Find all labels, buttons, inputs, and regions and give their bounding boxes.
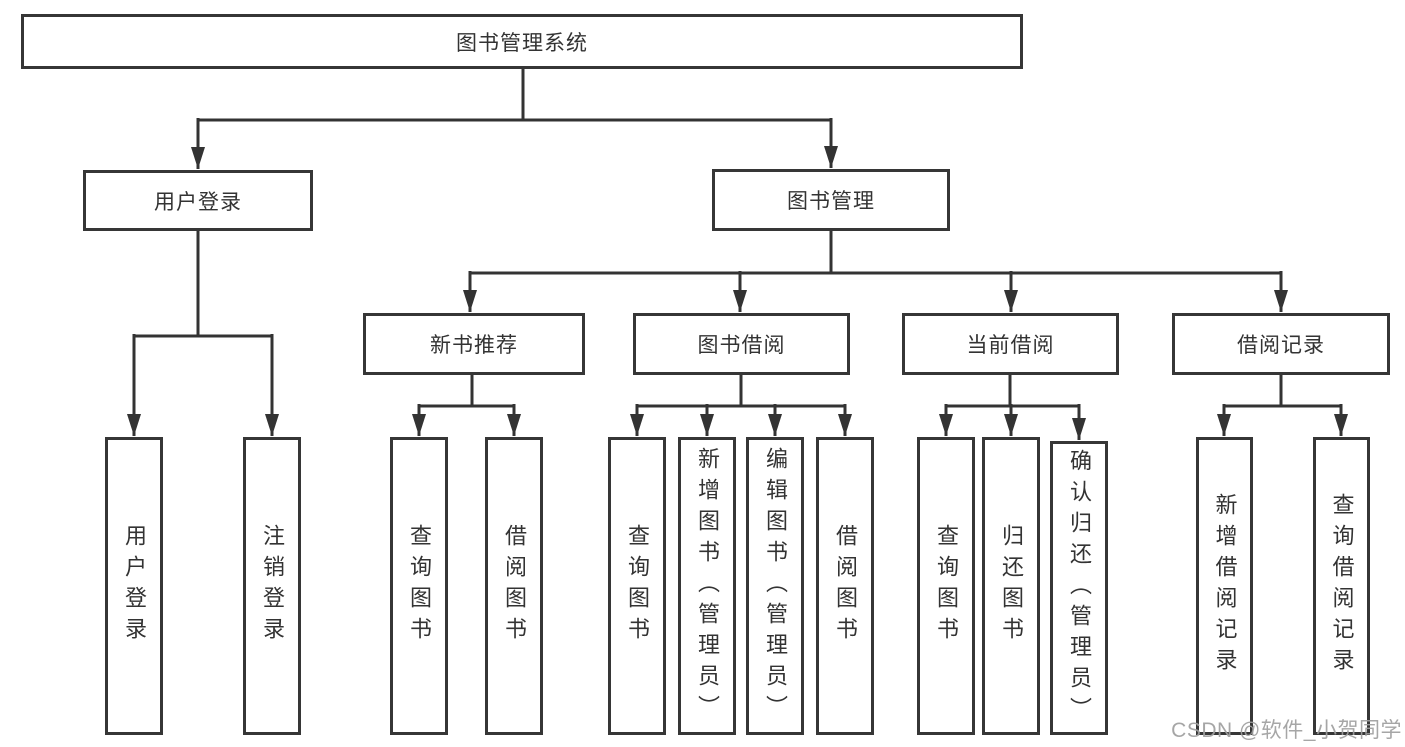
node-label: 注销登录 xyxy=(260,524,285,648)
node-label: 用户登录 xyxy=(154,190,242,214)
node-label: 查询图书 xyxy=(407,524,432,648)
node-label: 编辑图书（管理员） xyxy=(763,446,788,726)
leaf-cb-query-book: 查询图书 xyxy=(917,437,975,735)
leaf-rec-borrow-book: 借阅图书 xyxy=(485,437,543,735)
leaf-br-query-record: 查询借阅记录 xyxy=(1313,437,1370,735)
connector-root-to-level2 xyxy=(191,67,838,169)
node-label: 图书借阅 xyxy=(697,334,786,357)
leaf-bb-borrow-book: 借阅图书 xyxy=(816,437,874,735)
leaf-user-login: 用户登录 xyxy=(105,437,163,735)
node-label: 查询图书 xyxy=(934,524,959,648)
node-label: 图书管理 xyxy=(787,190,875,213)
leaf-logout: 注销登录 xyxy=(243,437,301,735)
node-library-system: 图书管理系统 xyxy=(21,14,1023,69)
node-label: 当前借阅 xyxy=(966,334,1055,357)
leaf-bb-edit-book-admin: 编辑图书（管理员） xyxy=(746,437,804,735)
connector-userlogin-to-leaves xyxy=(127,230,279,436)
leaf-cb-confirm-return-admin: 确认归还（管理员） xyxy=(1050,441,1108,735)
node-label: 借阅记录 xyxy=(1237,334,1325,357)
csdn-watermark: CSDN @软件_小贺同学 xyxy=(1171,719,1402,742)
node-new-book-recommend: 新书推荐 xyxy=(363,313,585,375)
node-book-borrow: 图书借阅 xyxy=(633,313,850,375)
node-current-borrow: 当前借阅 xyxy=(902,313,1119,375)
leaf-bb-query-book: 查询图书 xyxy=(608,437,666,735)
leaf-rec-query-book: 查询图书 xyxy=(390,437,448,735)
node-borrow-record: 借阅记录 xyxy=(1172,313,1390,375)
node-label: 新书推荐 xyxy=(430,334,518,357)
node-label: 新增图书（管理员） xyxy=(695,446,720,726)
node-label: 图书管理系统 xyxy=(456,31,588,55)
leaf-br-add-record: 新增借阅记录 xyxy=(1196,437,1253,735)
connector-bookborrow-to-leaves xyxy=(630,374,852,436)
node-book-management: 图书管理 xyxy=(712,169,950,231)
node-label: 查询图书 xyxy=(625,524,650,648)
leaf-bb-add-book-admin: 新增图书（管理员） xyxy=(678,437,736,735)
node-label: 新增借阅记录 xyxy=(1212,493,1238,679)
connector-borrowrecord-to-leaves xyxy=(1217,374,1348,436)
leaf-cb-return-book: 归还图书 xyxy=(982,437,1040,735)
node-label: 查询借阅记录 xyxy=(1329,493,1355,679)
connector-newbookrec-to-leaves xyxy=(412,374,521,436)
connector-bookmgmt-to-level3 xyxy=(463,231,1288,312)
node-label: 确认归还（管理员） xyxy=(1067,448,1092,728)
node-user-login: 用户登录 xyxy=(83,170,313,231)
node-label: 借阅图书 xyxy=(833,524,858,648)
node-label: 借阅图书 xyxy=(502,524,527,648)
connector-currentborrow-to-leaves xyxy=(939,374,1086,440)
node-label: 用户登录 xyxy=(122,524,147,648)
node-label: 归还图书 xyxy=(999,524,1024,648)
